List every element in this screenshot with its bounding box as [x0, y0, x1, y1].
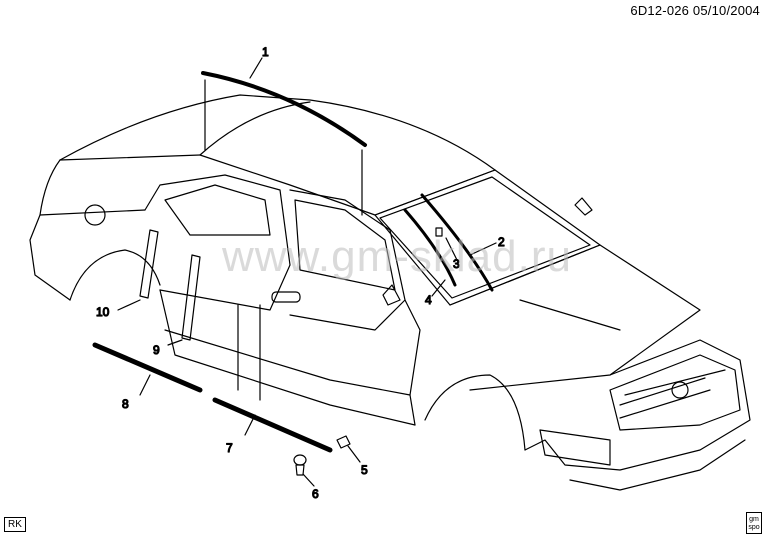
part-clips: [293, 435, 361, 487]
part-roof-molding: [201, 57, 367, 216]
diagram-date: 05/10/2004: [692, 3, 760, 18]
callout-2: 2: [498, 235, 505, 249]
callout-5: 5: [361, 463, 368, 477]
callout-9: 9: [153, 343, 160, 357]
part-pillar-appliques: [117, 229, 201, 346]
gm-spo-logo: gm spo: [746, 512, 762, 534]
diagram-header: 6D12-026 05/10/2004: [630, 3, 760, 18]
callout-1: 1: [262, 45, 269, 59]
watermark-text: www.gm-sklad.ru: [222, 232, 572, 281]
rk-label: RK: [4, 517, 26, 532]
callout-3: 3: [453, 257, 460, 271]
callout-8: 8: [122, 397, 129, 411]
callout-10: 10: [96, 305, 110, 319]
callout-6: 6: [312, 487, 319, 501]
callout-7: 7: [226, 441, 233, 455]
car-body: [29, 94, 751, 491]
diagram-id: 6D12-026: [630, 3, 690, 18]
part-windshield-moldings: [403, 193, 497, 297]
part-rocker-moldings: [92, 304, 333, 453]
callout-4: 4: [425, 293, 432, 307]
